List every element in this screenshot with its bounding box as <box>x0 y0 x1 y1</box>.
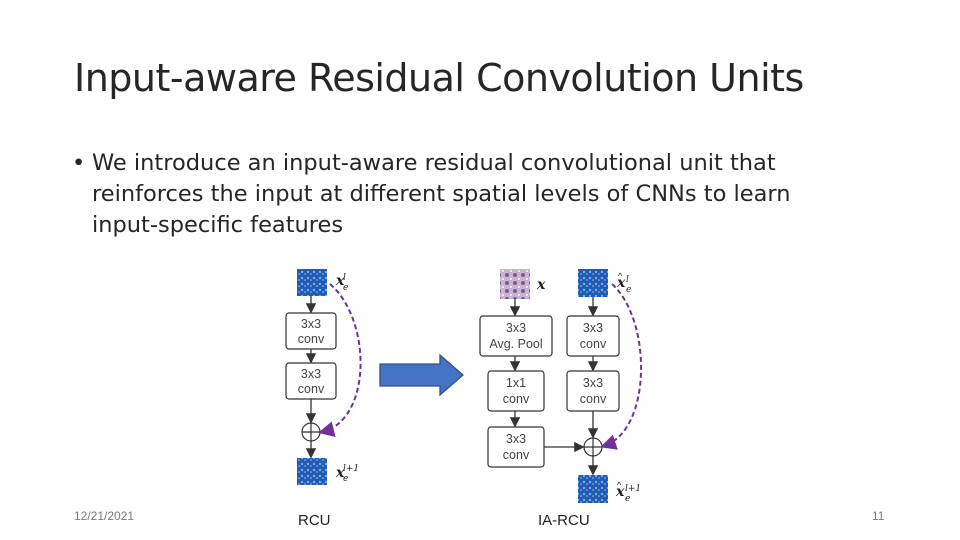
iarcu-hat: ^ <box>618 271 623 281</box>
slide-title: Input-aware Residual Convolution Units <box>74 56 804 100</box>
transition-arrow <box>379 353 464 397</box>
iarcu-input-sup: l <box>626 275 629 285</box>
rcu-input-feature-map <box>297 269 327 296</box>
rcu-block1-line1: 3x3 <box>301 317 321 331</box>
iarcu-right2-line2: conv <box>580 392 607 406</box>
iarcu-x-symbol: x <box>536 277 546 293</box>
rcu-block2-line2: conv <box>298 382 325 396</box>
slide-date: 12/21/2021 <box>74 509 135 523</box>
iarcu-right2-line1: 3x3 <box>583 376 603 390</box>
iarcu-avgpool-line2: Avg. Pool <box>489 337 542 351</box>
iarcu-left3x3-line2: conv <box>503 448 530 462</box>
rcu-output-sub: e <box>343 474 348 484</box>
bullet-point: • We introduce an input-aware residual c… <box>72 148 832 241</box>
iarcu-avgpool-block <box>479 315 553 357</box>
iarcu-output-feature-map <box>578 475 608 503</box>
iarcu-output-symbol: x <box>615 484 625 500</box>
rcu-block2-line1: 3x3 <box>301 367 321 381</box>
iarcu-avgpool-line1: 3x3 <box>506 321 526 335</box>
iarcu-1x1-line1: 1x1 <box>506 376 526 390</box>
rcu-sum-node <box>301 422 321 442</box>
rcu-input-sub: e <box>343 283 348 293</box>
slide-number: 11 <box>872 509 885 523</box>
rcu-output-sup: l+1 <box>343 464 359 474</box>
rcu-skip-connection <box>318 283 362 437</box>
iarcu-output-sup: l+1 <box>625 484 641 494</box>
iarcu-caption: IA-RCU <box>538 512 590 529</box>
rcu-diagram: x l e 3x3 conv 3x3 conv x l+1 e <box>285 269 362 485</box>
iarcu-right1-line2: conv <box>580 337 607 351</box>
iarcu-right1-line1: 3x3 <box>583 321 603 335</box>
rcu-input-sup: l <box>343 273 346 283</box>
iarcu-sum-node <box>583 437 603 457</box>
iarcu-skip-connection <box>600 283 643 450</box>
iarcu-diagram: x x ^ l e 3x3 Avg. Pool 1x1 conv 3x3 con… <box>479 269 643 504</box>
rcu-block1-line2: conv <box>298 332 325 346</box>
iarcu-left3x3-line1: 3x3 <box>506 432 526 446</box>
iarcu-input-image <box>500 269 530 299</box>
iarcu-input-sub: e <box>626 285 631 295</box>
rcu-input-symbol: x <box>335 273 345 289</box>
rcu-output-symbol: x <box>335 465 345 481</box>
iarcu-1x1-line2: conv <box>503 392 530 406</box>
iarcu-input-feature-map <box>578 269 608 297</box>
rcu-output-feature-map <box>297 458 327 485</box>
bullet-dot: • <box>72 150 86 176</box>
iarcu-input-symbol: x <box>616 275 626 291</box>
iarcu-output-sub: e <box>625 494 630 504</box>
iarcu-1x1-conv-block <box>487 370 545 412</box>
rcu-caption: RCU <box>298 512 331 529</box>
iarcu-output-hat: ^ <box>617 480 622 490</box>
bullet-text: We introduce an input-aware residual con… <box>92 150 791 238</box>
